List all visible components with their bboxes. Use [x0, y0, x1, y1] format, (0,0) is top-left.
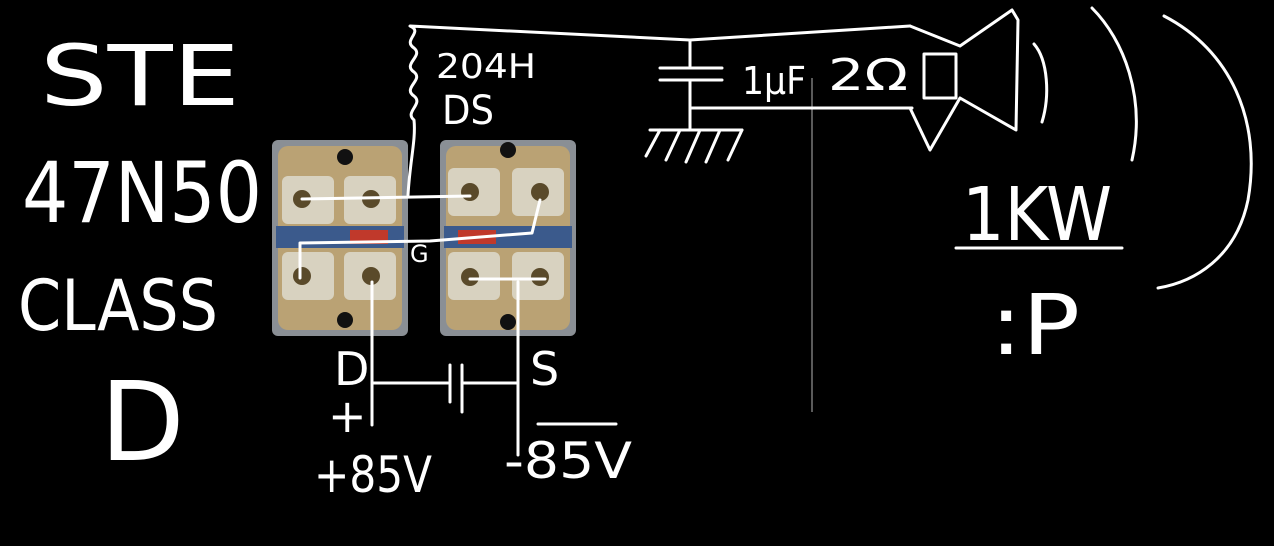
part-number-line1: STE	[40, 27, 240, 125]
resistor-label: 2Ω	[828, 50, 908, 101]
capacitor-icon	[370, 363, 520, 414]
gate-label: G	[410, 240, 429, 268]
speaker-icon	[908, 6, 1253, 290]
ground-icon	[644, 38, 914, 164]
gate-wire	[298, 198, 542, 280]
source-label: S	[530, 342, 559, 396]
inductor-icon	[406, 24, 912, 197]
part-number-line2: 47N50	[22, 144, 262, 242]
plus-sign: +	[328, 389, 367, 443]
inductor-sublabel: DS	[442, 88, 494, 134]
inductor-label: 204H	[436, 47, 536, 87]
negative-rail-label: -85V	[504, 432, 632, 490]
drain-source-link	[300, 194, 472, 201]
drain-label: D	[334, 342, 369, 396]
amp-class-line2: D	[100, 358, 185, 486]
mosfet-module-left	[272, 140, 408, 336]
power-label: 1KW	[962, 172, 1112, 258]
mosfet-module-right	[440, 140, 576, 336]
positive-rail-label: +85V	[314, 446, 432, 504]
emoticon: :P	[990, 276, 1080, 374]
capacitor-label: 1μF	[742, 59, 806, 103]
amp-class-line1: CLASS	[18, 265, 218, 347]
